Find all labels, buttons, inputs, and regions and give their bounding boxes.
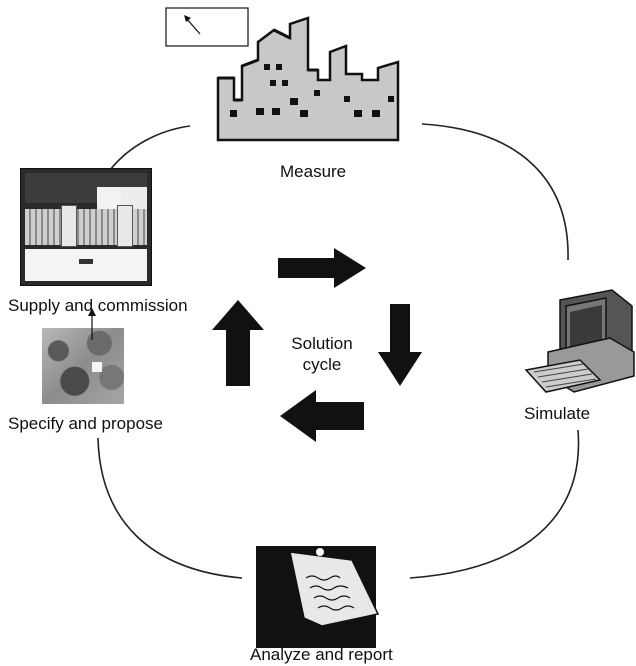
center-label-line2: cycle	[302, 355, 342, 374]
arrow-left	[280, 390, 364, 442]
arc-supply-to-measure	[109, 125, 191, 171]
pointer-arrow-box	[165, 7, 249, 47]
electrical-panel-photo	[20, 168, 152, 286]
arrow-down	[378, 304, 422, 386]
step-specify-label: Specify and propose	[8, 414, 163, 433]
arc-simulate-to-analyze	[409, 429, 580, 579]
arc-measure-to-simulate	[421, 123, 569, 261]
note-paper-icon	[256, 546, 380, 648]
arrow-up	[212, 300, 264, 386]
arc-analyze-to-specify	[97, 437, 243, 579]
step-supply-label: Supply and commission	[8, 296, 188, 315]
step-measure-label: Measure	[280, 162, 347, 181]
meeting-photo	[42, 328, 124, 404]
computer-icon	[524, 289, 635, 393]
step-simulate-label: Simulate	[524, 404, 591, 423]
arrow-right	[278, 248, 366, 288]
factory-icon	[216, 16, 400, 142]
step-analyze-label: Analyze and report	[250, 645, 393, 664]
center-label-line1: Solution	[291, 334, 353, 353]
center-label: Solution cycle	[282, 333, 362, 375]
